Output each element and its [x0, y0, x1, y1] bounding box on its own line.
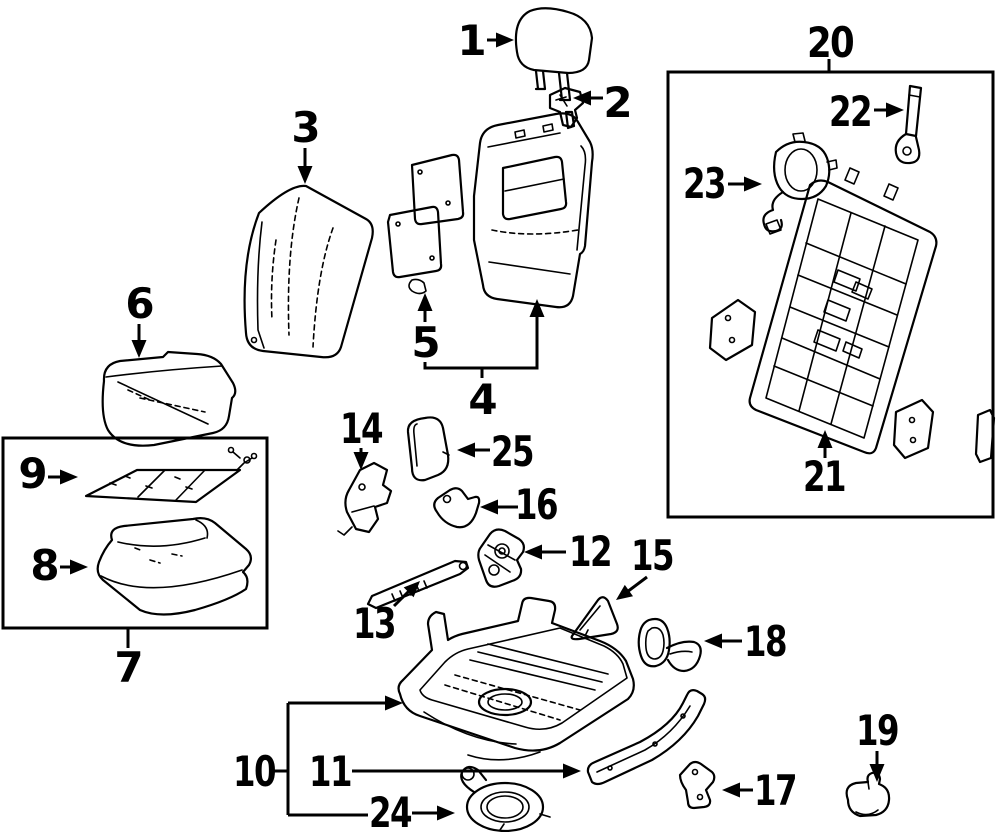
- callout-6[interactable]: 6: [125, 279, 155, 358]
- callout-19-label: 19: [856, 706, 898, 755]
- callout-21-label: 21: [803, 452, 845, 501]
- part-11-side-member-drawing: [586, 689, 707, 786]
- part-19-cover-drawing: [845, 771, 891, 818]
- callout-23-label: 23: [683, 159, 725, 208]
- callout-15-label: 15: [631, 531, 673, 580]
- part-15-cover-drawing: [570, 596, 619, 641]
- callout-11-label: 11: [309, 747, 351, 796]
- part-23-spiral-cable-drawing: [762, 132, 838, 235]
- callout-17[interactable]: 17: [722, 766, 798, 815]
- callout-20-label: 20: [807, 18, 854, 67]
- callout-2-label: 2: [603, 78, 630, 127]
- part-17-bracket-drawing: [678, 760, 716, 810]
- callout-5[interactable]: 5: [411, 293, 441, 367]
- callout-8[interactable]: 8: [30, 541, 88, 590]
- callout-14[interactable]: 14: [340, 404, 385, 470]
- part-4-seatback-pad-drawing: [472, 112, 594, 309]
- callout-22[interactable]: 22: [829, 87, 904, 136]
- callout-5-label: 5: [411, 318, 438, 367]
- callout-17-label: 17: [754, 766, 796, 815]
- callout-13[interactable]: 13: [353, 581, 420, 648]
- callout-14-label: 14: [340, 404, 383, 453]
- callout-24[interactable]: 24: [369, 788, 455, 832]
- callout-19[interactable]: 19: [856, 706, 900, 782]
- callout-4[interactable]: 4: [423, 299, 545, 424]
- callout-22-label: 22: [829, 87, 871, 136]
- part-12-latch-drawing: [477, 528, 525, 588]
- callout-12[interactable]: 12: [524, 527, 613, 576]
- part-1-headrest-drawing: [514, 7, 594, 102]
- part-8-seat-cushion-drawing: [96, 517, 253, 616]
- part-18-strap-drawing: [637, 617, 702, 673]
- callout-16-label: 16: [515, 480, 557, 529]
- part-7-group-box: [1, 436, 269, 648]
- callout-9[interactable]: 9: [18, 449, 78, 498]
- callout-15[interactable]: 15: [616, 531, 675, 600]
- part-9-heater-pad-drawing: [84, 446, 258, 504]
- part-21-seatback-frame-drawing: [708, 167, 996, 464]
- callout-18[interactable]: 18: [704, 617, 788, 666]
- callout-9-label: 9: [18, 449, 45, 498]
- callout-23[interactable]: 23: [683, 159, 762, 208]
- part-24-recliner-drawing: [460, 765, 551, 832]
- callout-7-label: 7: [114, 643, 141, 692]
- part-10-cushion-frame-drawing: [397, 596, 635, 761]
- part-5-side-panels-drawing: [386, 153, 465, 295]
- callout-21[interactable]: 21: [803, 430, 847, 501]
- callout-1[interactable]: 1: [457, 16, 514, 65]
- callout-6-label: 6: [125, 279, 152, 328]
- callout-4-label: 4: [468, 375, 496, 424]
- callout-11[interactable]: 11: [309, 747, 581, 796]
- part-3-seatback-cover-drawing: [243, 184, 374, 359]
- callout-16[interactable]: 16: [480, 480, 559, 529]
- callout-25[interactable]: 25: [457, 427, 535, 476]
- callout-2[interactable]: 2: [573, 78, 633, 127]
- part-6-cushion-pad-drawing: [101, 350, 237, 447]
- part-16-lever-drawing: [433, 487, 481, 529]
- callout-10[interactable]: 10: [233, 695, 403, 817]
- callout-12-label: 12: [569, 527, 611, 576]
- callout-24-label: 24: [369, 788, 412, 832]
- callout-3-label: 3: [291, 103, 318, 152]
- callout-25-label: 25: [491, 427, 533, 476]
- part-20-group-box: [666, 59, 995, 519]
- callout-18-label: 18: [744, 617, 786, 666]
- part-2-headrest-guide-drawing: [548, 86, 585, 130]
- callout-7[interactable]: 7: [114, 643, 143, 692]
- part-25-shield-drawing: [406, 416, 450, 482]
- callout-20[interactable]: 20: [807, 18, 856, 67]
- callout-8-label: 8: [30, 541, 57, 590]
- part-14-bracket-drawing: [337, 461, 393, 536]
- callout-10-label: 10: [233, 747, 276, 796]
- callout-1-label: 1: [457, 16, 484, 65]
- callout-3[interactable]: 3: [291, 103, 321, 184]
- callout-13-label: 13: [353, 599, 395, 648]
- part-22-belt-guide-drawing: [894, 84, 923, 165]
